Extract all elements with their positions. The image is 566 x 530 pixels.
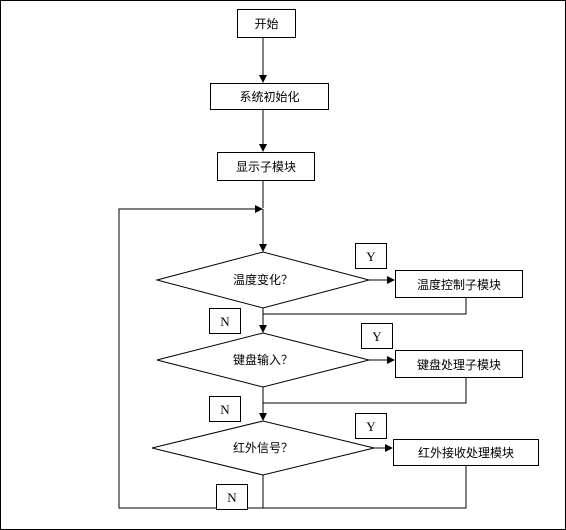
- no-label-box-1: N: [209, 308, 241, 334]
- init-node: 系统初始化: [210, 83, 329, 110]
- action-temperature-control: 温度控制子模块: [395, 270, 523, 298]
- display-label: 显示子模块: [236, 160, 296, 174]
- decision-keyboard-text: 键盘输入？: [233, 352, 293, 367]
- yes-label-3: Y: [366, 419, 376, 434]
- action-keyboard-processing: 键盘处理子模块: [395, 350, 523, 378]
- no-label-2: N: [220, 402, 230, 417]
- yes-label-1: Y: [366, 249, 376, 264]
- display-node: 显示子模块: [217, 152, 315, 181]
- init-label: 系统初始化: [239, 90, 299, 104]
- action-infrared-text: 红外接收处理模块: [418, 445, 514, 460]
- start-node: 开始: [237, 9, 296, 38]
- return-line-1: [263, 298, 467, 315]
- decision-temperature: 温度变化？: [155, 251, 371, 309]
- action-keyboard-text: 键盘处理子模块: [417, 357, 501, 372]
- decision-infrared-text: 红外信号？: [233, 440, 293, 455]
- decision-temperature-text: 温度变化？: [233, 272, 293, 287]
- no-label-3: N: [227, 490, 237, 505]
- action-infrared-receive: 红外接收处理模块: [393, 439, 539, 466]
- no-label-box-3: N: [216, 484, 248, 510]
- yes-label-box-1: Y: [355, 243, 387, 269]
- no-label-1: N: [220, 314, 230, 329]
- no-label-box-2: N: [209, 396, 241, 422]
- start-label: 开始: [254, 17, 278, 31]
- yes-label-box-2: Y: [361, 323, 393, 349]
- decision-infrared: 红外信号？: [151, 420, 375, 476]
- yes-label-2: Y: [372, 329, 382, 344]
- action-temperature-text: 温度控制子模块: [417, 277, 501, 292]
- yes-label-box-3: Y: [355, 413, 387, 439]
- decision-keyboard: 键盘输入？: [156, 332, 370, 388]
- return-line-3: [263, 466, 467, 509]
- return-line-2: [263, 378, 467, 404]
- loop-back-arrow: [118, 205, 263, 509]
